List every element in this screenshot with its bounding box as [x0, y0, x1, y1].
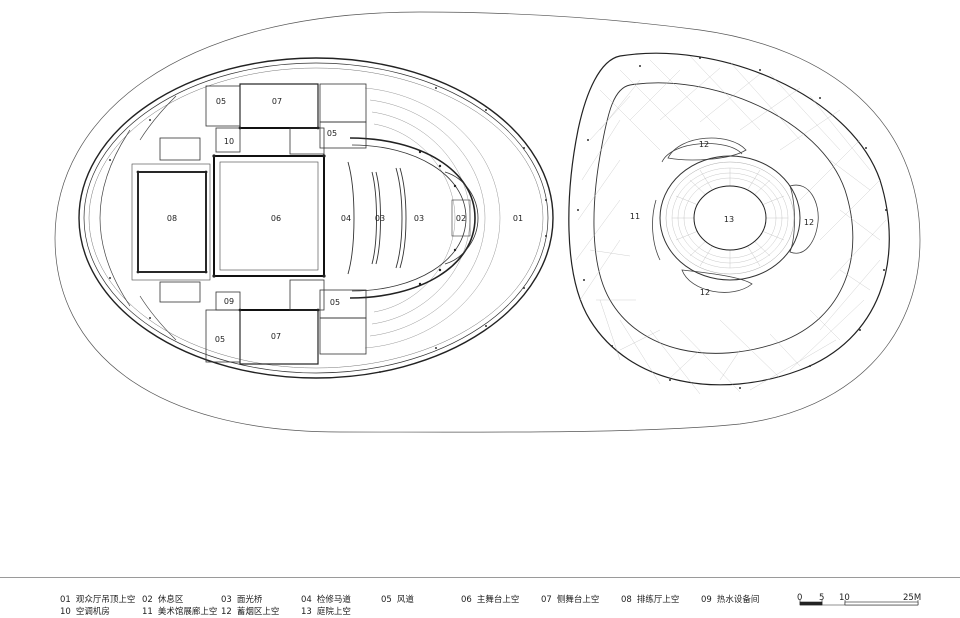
- scale-tick-label: 25M: [903, 593, 922, 603]
- room-label: 07: [271, 332, 281, 341]
- room-label: 03: [414, 214, 424, 223]
- courtyard-void: [693, 185, 767, 251]
- scale-tick-label: 0: [797, 593, 803, 603]
- room-label: 05: [330, 298, 340, 307]
- room-label: 06: [271, 214, 281, 223]
- site-boundary: [54, 11, 921, 433]
- lattice-structure: [575, 55, 887, 395]
- room-label: 05: [215, 335, 225, 344]
- room-label: 08: [167, 214, 177, 223]
- scale-bar: [799, 600, 919, 606]
- rehearsal-hall: [137, 171, 207, 273]
- room-label: 13: [724, 215, 734, 224]
- legend-divider: [0, 577, 960, 578]
- main-stage: [213, 155, 325, 277]
- theatre-building: [78, 57, 554, 379]
- room-label: 12: [699, 140, 709, 149]
- room-label: 01: [513, 214, 523, 223]
- scale-tick-label: 10: [839, 593, 850, 603]
- theatre-outer-wall: [78, 57, 554, 379]
- room-labels: 05 07 10 05 08 06 04 03 03 02 01 09 05 0…: [167, 97, 814, 344]
- room-label: 07: [272, 97, 282, 106]
- room-label: 03: [375, 214, 385, 223]
- gallery-building: [568, 52, 890, 395]
- room-label: 12: [804, 218, 814, 227]
- room-label: 11: [630, 212, 640, 221]
- room-label: 12: [700, 288, 710, 297]
- room-label: 02: [456, 214, 466, 223]
- room-label: 10: [224, 137, 234, 146]
- scale-tick-label: 5: [819, 593, 825, 603]
- room-label: 05: [216, 97, 226, 106]
- room-label: 04: [341, 214, 351, 223]
- room-label: 09: [224, 297, 234, 306]
- gallery-outer-shell: [568, 52, 890, 386]
- room-label: 05: [327, 129, 337, 138]
